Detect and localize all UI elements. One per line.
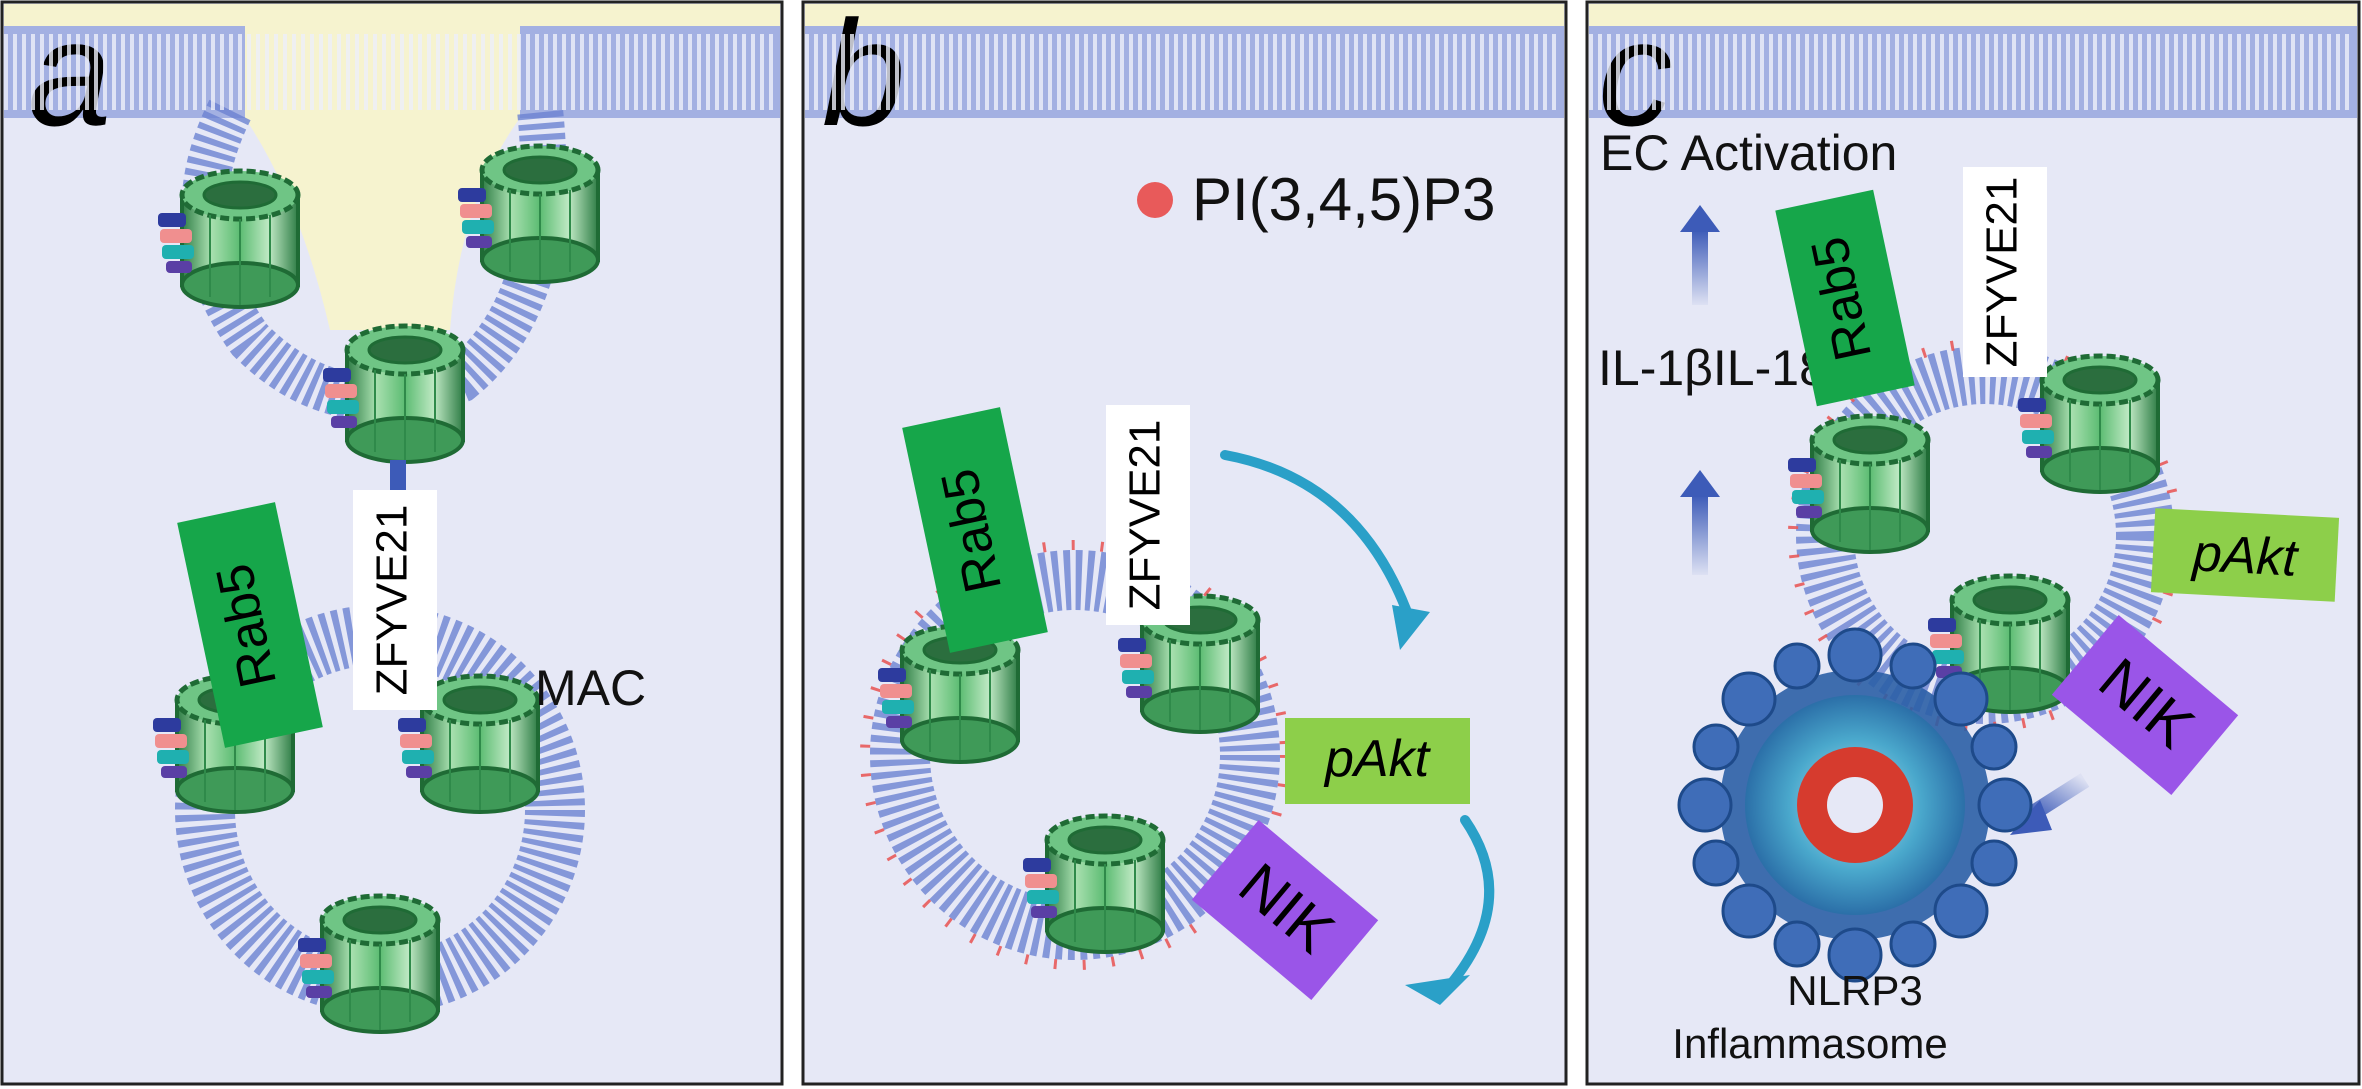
- panel-c-pakt-label: pAkt: [2189, 524, 2300, 588]
- panel-c-pakt-box: pAkt: [2150, 508, 2340, 602]
- panel-a: Rab5 ZFYVE21 MAC a: [0, 0, 784, 1086]
- panel-b-cycle-arrows: [1220, 450, 1495, 990]
- pip3-legend-dot: [1137, 182, 1173, 218]
- panel-b-arrowhead-2: [1405, 975, 1470, 1005]
- panel-c-zfyve21-label: ZFYVE21: [1978, 177, 2027, 368]
- panel-b-nik-box: NIK: [1191, 820, 1379, 1000]
- panel-c-membrane: [1589, 4, 2357, 118]
- panel-a-mac-label: MAC: [535, 660, 646, 716]
- panel-b-pakt-box: pAkt: [1285, 718, 1470, 804]
- panel-c-up-arrow-1: [1680, 205, 1720, 305]
- panel-a-rab5-box: Rab5: [177, 502, 323, 748]
- panel-b-arrowhead-1: [1392, 605, 1430, 650]
- panel-b-zfyve21-label: ZFYVE21: [1121, 420, 1170, 611]
- panel-b-rab5-box: Rab5: [902, 407, 1048, 653]
- cytokines-label: IL-1βIL-18: [1598, 340, 1827, 396]
- panel-c-zfyve21-box: ZFYVE21: [1963, 167, 2047, 377]
- nlrp3-label: NLRP3: [1787, 967, 1922, 1014]
- nlrp3-inflammasome-icon: [1677, 627, 2033, 983]
- panel-b: PI(3,4,5)P3 Rab5 ZFYVE21 pAkt NIK: [801, 0, 1568, 1086]
- panel-a-endosome: [175, 605, 585, 1015]
- panel-a-zfyve21-label: ZFYVE21: [368, 505, 417, 696]
- panel-b-zfyve21-box: ZFYVE21: [1106, 405, 1190, 625]
- panel-b-pakt-label: pAkt: [1323, 730, 1432, 788]
- panel-c-up-arrow-2: [1680, 470, 1720, 575]
- ec-activation-label: EC Activation: [1600, 125, 1897, 181]
- panel-a-zfyve21-box: ZFYVE21: [353, 490, 437, 710]
- panel-b-endosome: [870, 550, 1280, 960]
- inflammasome-label: Inflammasome: [1672, 1020, 1947, 1067]
- panel-c-rab5-box: Rab5: [1775, 189, 1915, 407]
- membrane-lipid-stripes: [4, 34, 2349, 110]
- panel-c: EC Activation IL-1βIL-18 Rab5 ZFYVE21: [1585, 0, 2361, 1086]
- pip3-legend-label: PI(3,4,5)P3: [1192, 166, 1496, 233]
